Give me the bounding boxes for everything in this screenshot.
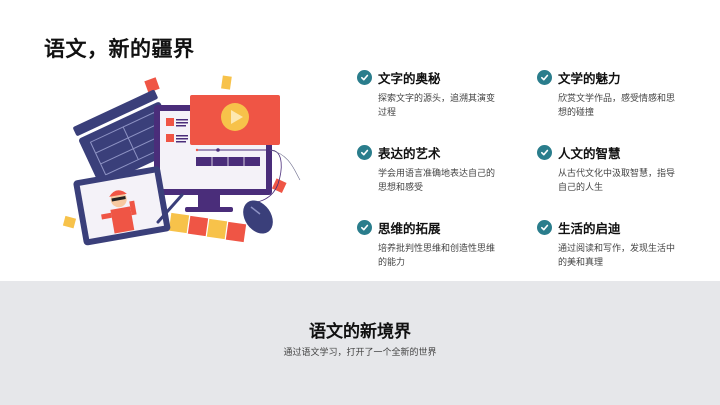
feature-item: 文字的奥秘 探索文字的源头，追溯其演变过程 — [357, 68, 507, 120]
feature-title: 文学的魅力 — [558, 71, 621, 86]
check-circle-icon — [537, 220, 552, 235]
feature-item: 文学的魅力 欣赏文学作品，感受情感和思想的碰撞 — [537, 68, 687, 120]
feature-description: 培养批判性思维和创造性思维的能力 — [378, 244, 496, 268]
feature-item: 生活的启迪 通过阅读和写作，发现生活中的美和真理 — [537, 218, 687, 270]
video-editing-illustration — [62, 75, 301, 246]
summary-title: 语文的新境界 — [309, 322, 411, 342]
feature-description: 欣赏文学作品，感受情感和思想的碰撞 — [558, 94, 676, 118]
feature-item: 思维的拓展 培养批判性思维和创造性思维的能力 — [357, 218, 507, 270]
check-circle-icon — [357, 145, 372, 160]
summary-band: 语文的新境界 通过语文学习，打开了一个全新的世界 — [0, 281, 720, 405]
feature-item: 人文的智慧 从古代文化中汲取智慧，指导自己的人生 — [537, 143, 687, 195]
check-circle-icon — [537, 145, 552, 160]
feature-description: 通过阅读和写作，发现生活中的美和真理 — [558, 244, 676, 268]
check-circle-icon — [357, 220, 372, 235]
feature-title: 表达的艺术 — [378, 146, 441, 161]
feature-title: 人文的智慧 — [558, 146, 621, 161]
check-circle-icon — [537, 70, 552, 85]
page-title: 语文，新的疆界 — [44, 37, 195, 61]
summary-subtitle: 通过语文学习，打开了一个全新的世界 — [283, 348, 437, 358]
feature-title: 思维的拓展 — [378, 221, 441, 236]
feature-title: 文字的奥秘 — [378, 71, 441, 86]
feature-description: 从古代文化中汲取智慧，指导自己的人生 — [558, 169, 676, 193]
check-circle-icon — [357, 70, 372, 85]
feature-description: 探索文字的源头，追溯其演变过程 — [378, 94, 496, 118]
feature-description: 学会用语言准确地表达自己的思想和感受 — [378, 169, 496, 193]
feature-item: 表达的艺术 学会用语言准确地表达自己的思想和感受 — [357, 143, 507, 195]
feature-title: 生活的启迪 — [558, 221, 621, 236]
